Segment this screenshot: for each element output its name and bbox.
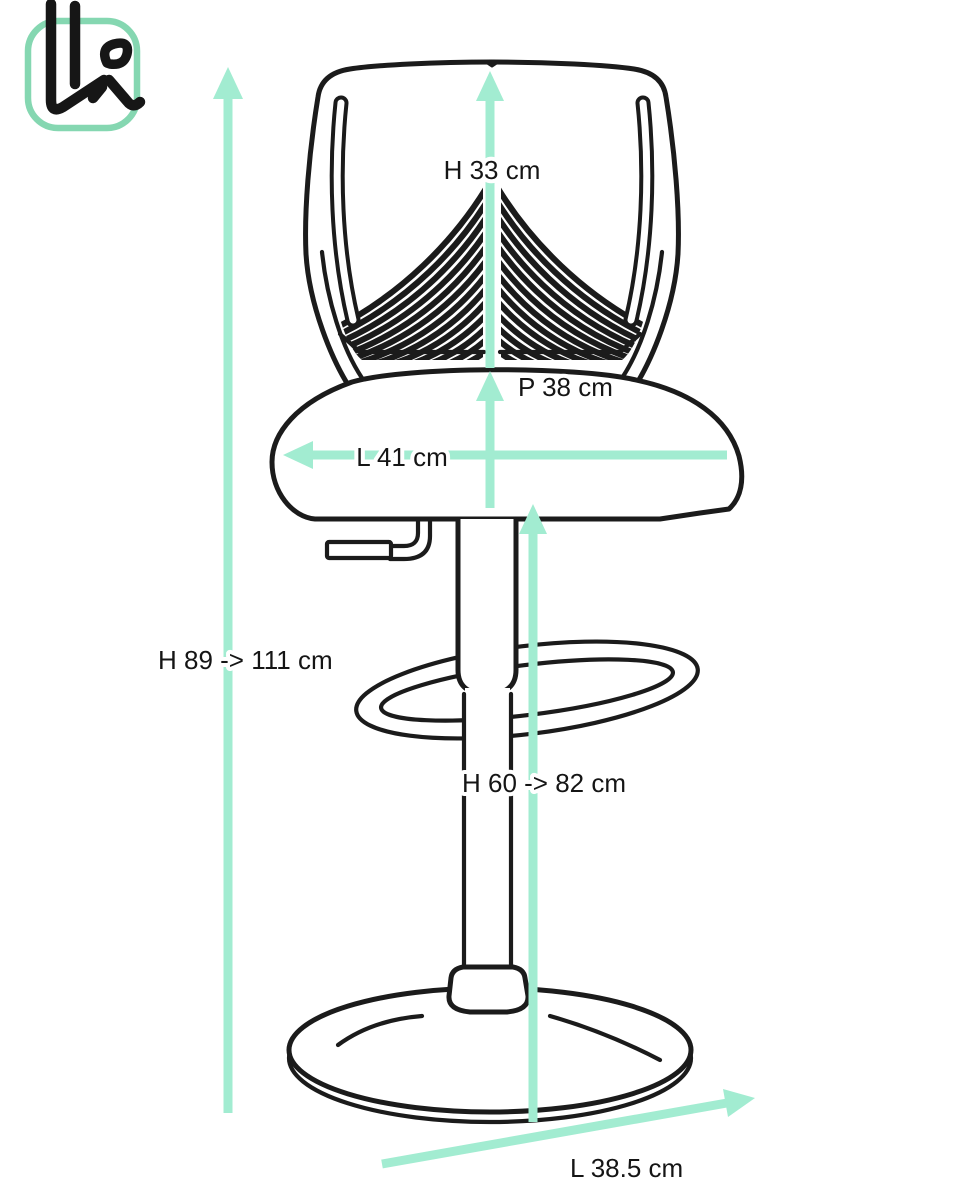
bar-stool-drawing	[269, 59, 745, 1125]
backrest-height-arrow	[476, 71, 504, 368]
total-height-label: H 89 -> 111 cm	[158, 645, 333, 675]
column-sleeve	[455, 516, 519, 697]
seat-height-label: H 60 -> 82 cm	[462, 768, 626, 798]
footrest-ring	[354, 639, 700, 741]
height-adjust-lever	[324, 516, 433, 562]
logo-frame	[24, 17, 141, 132]
brand-logo	[24, 0, 146, 132]
seat-depth-label: P 38 cm	[518, 372, 613, 402]
backrest-rib-pattern	[327, 80, 657, 360]
base-collar	[446, 964, 531, 1015]
backrest-bracket	[337, 331, 643, 355]
base-diameter-label: L 38.5 cm	[570, 1153, 683, 1183]
seat-width-label: L 41 cm	[356, 442, 448, 472]
seat-width-arrow	[283, 441, 727, 469]
column	[461, 688, 514, 983]
dimension-arrows	[213, 67, 755, 1169]
seat	[269, 367, 745, 522]
base-diameter-arrow	[381, 1089, 755, 1169]
base	[286, 985, 694, 1125]
k-logo-icon	[45, 0, 146, 115]
seat-height-arrow	[519, 504, 547, 1122]
total-height-arrow	[213, 67, 243, 1113]
backrest-height-label: H 33 cm	[444, 155, 541, 185]
backrest	[303, 59, 681, 397]
